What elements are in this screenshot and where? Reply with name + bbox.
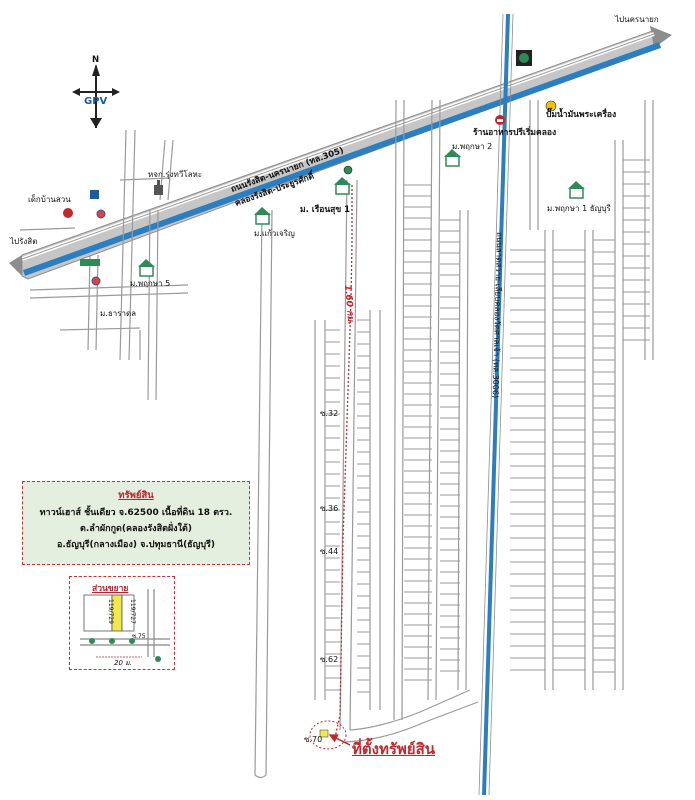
cross-road	[478, 13, 514, 796]
bank-icon	[516, 50, 532, 66]
property-line-1: ทาวน์เฮาส์ ชั้นเดียว จ.62500 เนื้อที่ดิน…	[39, 508, 233, 518]
bottom-road	[344, 689, 479, 743]
gas-station-icon	[545, 100, 557, 112]
route-distance: 1.60 กม.	[342, 284, 355, 325]
compass-brand: GPV	[84, 96, 108, 107]
direction-rangsit: ไปรังสิต	[9, 237, 37, 246]
restaurant-label: ร้านอาหารปรีเริ่มคลอง	[473, 125, 556, 138]
school-icon	[63, 190, 106, 219]
village-icon-pruksa-2	[444, 149, 461, 167]
village-icon-tharadon	[80, 259, 101, 286]
direction-nakhon-nayok: ไปนครนายก	[614, 15, 659, 24]
target-circle	[309, 720, 347, 750]
cross-road-label: ถนนลาดสวาย-เลียบคลองวัดศาลเจ้า (ทล.3006)	[491, 232, 504, 398]
inset-title: ส่วนขยาย	[92, 584, 129, 594]
target-marker-icon	[319, 729, 329, 738]
svg-text:N: N	[92, 55, 99, 65]
soi-ticks	[325, 159, 650, 693]
route-path	[334, 185, 353, 739]
village-icon-pruksa-5	[138, 259, 155, 277]
inset-distance: 20 ม.	[114, 659, 132, 667]
inset-plot-b: 119/727	[129, 599, 136, 624]
tharadon-label: ม.ธาราดล	[100, 309, 136, 318]
soi-label-44: ซ.44	[320, 547, 338, 556]
rung-rot-label: หจก.รุ่งทวีโลหะ	[148, 169, 202, 179]
inset-drawing: 119/729 119/727 ซ.75 20 ม.	[80, 589, 170, 667]
soi-label-36: ซ.36	[320, 504, 338, 513]
soi-label-70: ซ.70	[304, 735, 322, 744]
arrow-to-rangsit-icon	[9, 255, 22, 276]
gas-station-label: ปั๊มน้ำมันพระเครื่อง	[546, 107, 616, 120]
property-line-3: อ.ธัญบุรี(กลางเมือง) จ.ปทุมธานี(ธัญบุรี)	[56, 540, 216, 550]
kids-school-label: เด็กบ้านสวน	[28, 194, 71, 204]
property-line-2: ต.ลำผักกูด(คลองรังสิตฝั่งใต้)	[80, 524, 192, 534]
inset-soi: ซ.75	[132, 633, 146, 640]
target-pointer	[328, 734, 351, 746]
factory-icon	[154, 180, 163, 195]
village-icon-mueang-suk	[334, 165, 353, 195]
pruksa-5-label: ม.พฤกษา 5	[130, 279, 170, 288]
inset-plot-a: 119/729	[107, 599, 114, 624]
main-road	[21, 26, 672, 280]
inset-map: ส่วนขยาย 119/729 119/727 ซ.75 20 ม.	[69, 576, 175, 670]
soi-label-62: ซ.62	[320, 655, 338, 664]
compass-icon: N GPV	[72, 55, 120, 128]
soi-label-32: ซ.32	[320, 409, 338, 418]
restaurant-icon	[495, 115, 505, 125]
property-info-box: ทรัพย์สิน ทาวน์เฮาส์ ชั้นเดียว จ.62500 เ…	[22, 481, 250, 565]
kaew-charoen-label: ม.แก้วเจริญ	[254, 229, 295, 238]
village-icon-kaew-charoen	[254, 207, 271, 225]
mueang-suk-label: ม. เรือนสุข 1	[300, 204, 350, 215]
property-title: ทรัพย์สิน	[118, 490, 154, 501]
pruksa-1-label: ม.พฤกษา 1 ธัญบุรี	[547, 204, 611, 213]
village-icon-pruksa-1	[568, 181, 585, 199]
target-location-label: ที่ตั้งทรัพย์สิน	[352, 740, 435, 758]
street-grid	[19, 99, 654, 779]
pruksa-2-label: ม.พฤกษา 2	[452, 142, 492, 151]
